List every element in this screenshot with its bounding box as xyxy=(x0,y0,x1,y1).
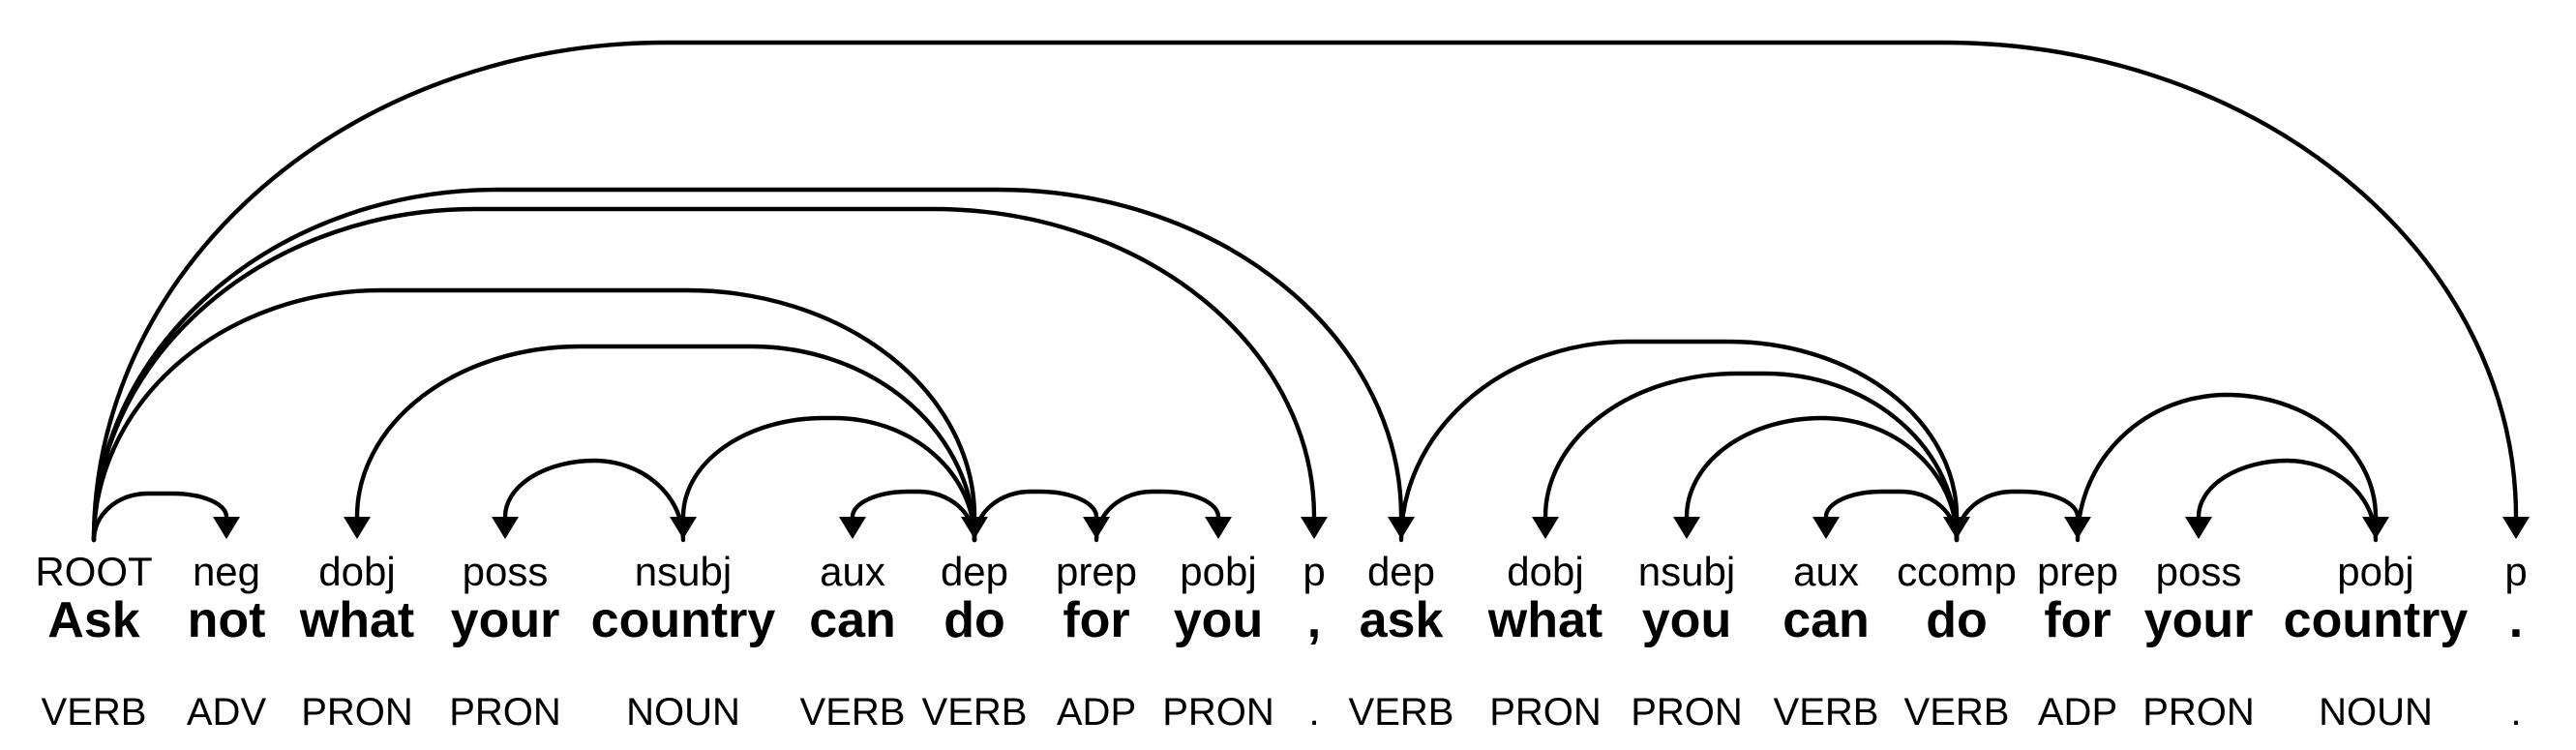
pos-tag: PRON xyxy=(1162,691,1274,734)
dep-label: pobj xyxy=(1180,549,1256,594)
dep-label: aux xyxy=(820,549,885,594)
dep-label: nsubj xyxy=(1638,549,1735,594)
pos-tag: ADV xyxy=(187,691,267,734)
pos-tag: PRON xyxy=(1631,691,1743,734)
dep-label: poss xyxy=(2156,549,2242,594)
dep-label: p xyxy=(1303,549,1325,594)
dependency-arc xyxy=(91,187,1404,543)
token-word: Ask xyxy=(47,592,139,648)
pos-tag: VERB xyxy=(1349,691,1454,734)
dep-label: prep xyxy=(1056,549,1137,594)
dependency-arrowhead xyxy=(213,517,240,539)
pos-tag: VERB xyxy=(42,691,147,734)
token-word: what xyxy=(299,592,414,648)
token-word: do xyxy=(1926,592,1988,648)
token-word: . xyxy=(2509,592,2523,648)
dependency-arc xyxy=(502,458,686,543)
pos-tag: PRON xyxy=(2142,691,2255,734)
token-word: your xyxy=(2144,592,2254,648)
dependency-arrowhead xyxy=(1532,517,1559,539)
token-word: country xyxy=(2284,592,2469,648)
pos-tag: VERB xyxy=(800,691,906,734)
token-word: not xyxy=(188,592,266,648)
dependency-arc xyxy=(680,415,977,543)
dependency-arrowhead xyxy=(839,517,866,539)
dependency-arc xyxy=(2075,392,2379,543)
dependency-arc xyxy=(1398,339,1960,543)
pos-tag: VERB xyxy=(922,691,1028,734)
dep-label: p xyxy=(2504,549,2527,594)
pos-tag: VERB xyxy=(1774,691,1879,734)
dependency-arc xyxy=(91,206,1317,543)
dependency-arrowhead xyxy=(670,517,697,539)
dep-label: aux xyxy=(1793,549,1859,594)
dependency-arrowhead xyxy=(2502,517,2530,539)
dependency-arrowhead xyxy=(492,517,519,539)
dependency-arrowhead xyxy=(2362,517,2389,539)
token-word: you xyxy=(1642,592,1731,648)
pos-tag: PRON xyxy=(301,691,413,734)
token-word: you xyxy=(1174,592,1263,648)
token-word: can xyxy=(809,592,896,648)
dependency-arc xyxy=(2196,458,2379,543)
dependency-arc xyxy=(91,40,2519,543)
token-word: country xyxy=(591,592,776,648)
dependency-arc xyxy=(354,344,977,543)
token-word: can xyxy=(1782,592,1870,648)
pos-tag: ADP xyxy=(2038,691,2117,734)
dependency-arc xyxy=(1684,415,1960,543)
token-word: for xyxy=(2044,592,2111,648)
dependency-arc xyxy=(1543,371,1960,543)
token-word: , xyxy=(1307,592,1321,648)
pos-tag: NOUN xyxy=(2319,691,2433,734)
dependency-arrowhead xyxy=(344,517,371,539)
dep-label: dep xyxy=(941,549,1008,594)
dependency-arc xyxy=(91,287,977,543)
dep-label: ROOT xyxy=(35,549,152,594)
dependency-arc xyxy=(1823,489,1960,543)
dependency-arrowhead xyxy=(1673,517,1700,539)
dep-label: nsubj xyxy=(635,549,732,594)
pos-tag: PRON xyxy=(1489,691,1602,734)
dep-label: dep xyxy=(1367,549,1435,594)
dependency-arrowhead xyxy=(2185,517,2212,539)
dep-label: prep xyxy=(2037,549,2118,594)
dependency-arrowhead xyxy=(1205,517,1232,539)
dependency-arc xyxy=(1954,489,2081,543)
dep-label: dobj xyxy=(1507,549,1583,594)
dep-label: dobj xyxy=(318,549,395,594)
dep-label: neg xyxy=(193,549,260,594)
pos-tag: . xyxy=(1308,691,1319,734)
pos-tag: VERB xyxy=(1904,691,2010,734)
dependency-arc xyxy=(91,491,229,543)
tokens-layer: ROOTAskVERBnegnotADVdobjwhatPRONpossyour… xyxy=(35,549,2527,734)
dep-label: ccomp xyxy=(1897,549,2017,594)
token-word: what xyxy=(1487,592,1603,648)
token-word: do xyxy=(944,592,1005,648)
pos-tag: ADP xyxy=(1057,691,1136,734)
pos-tag: PRON xyxy=(449,691,561,734)
dependency-arc xyxy=(1093,489,1221,543)
dependency-arc xyxy=(972,489,1099,543)
token-word: your xyxy=(451,592,560,648)
dep-label: pobj xyxy=(2337,549,2413,594)
token-word: for xyxy=(1063,592,1129,648)
token-word: ask xyxy=(1360,592,1444,648)
pos-tag: . xyxy=(2510,691,2521,734)
dependency-arrowhead xyxy=(1812,517,1840,539)
dependency-arrowhead xyxy=(1301,517,1328,539)
dependency-arc xyxy=(850,489,977,543)
pos-tag: NOUN xyxy=(626,691,740,734)
dep-label: poss xyxy=(463,549,549,594)
arcs-layer xyxy=(91,40,2530,543)
